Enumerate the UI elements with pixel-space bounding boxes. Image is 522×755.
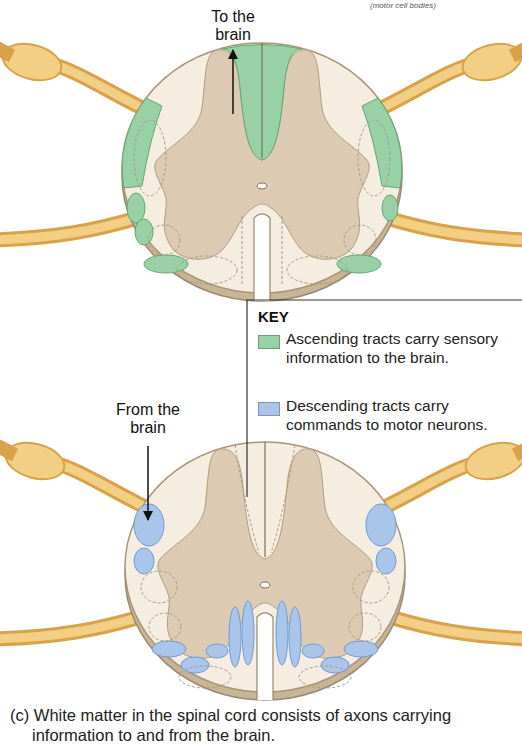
tract-outline	[141, 571, 177, 603]
legend-text: Descending tracts carry commands to moto…	[286, 397, 520, 434]
key-frame	[247, 300, 522, 497]
direction-label: From the brain	[104, 401, 192, 438]
spinal-nerve	[512, 46, 522, 56]
pointer-arrow	[147, 446, 149, 520]
descending-tract	[276, 601, 288, 665]
dorsal-root-ganglion	[459, 38, 522, 86]
handwritten-note: (motor cell bodies)	[370, 1, 480, 10]
upper-cord-section	[0, 38, 522, 301]
tract-outline	[358, 120, 390, 196]
spinal-nerve	[515, 445, 522, 455]
tract-outline	[349, 613, 381, 641]
tract-outline	[134, 120, 166, 196]
descending-tract	[206, 644, 228, 658]
legend-swatch	[258, 335, 280, 349]
descending-tract	[242, 601, 254, 665]
tract-outline	[242, 216, 243, 286]
lower-cord-section	[0, 437, 522, 700]
right-spinal-nerve	[382, 38, 522, 240]
ventral-root	[0, 617, 140, 639]
legend-swatch	[258, 402, 280, 416]
ventral-root-highlight	[0, 218, 137, 240]
dorsal-median-septum	[261, 43, 262, 158]
left-spinal-nerve	[0, 38, 142, 240]
descending-tract	[321, 657, 349, 673]
tract-outline	[299, 666, 351, 688]
legend-entry: Ascending tracts carry sensory informati…	[258, 333, 520, 395]
tract-outline	[177, 256, 237, 284]
direction-label: To the brain	[198, 8, 268, 45]
lateral-ascending-tract	[122, 98, 162, 188]
tract-outline	[287, 256, 347, 284]
descending-tract	[376, 548, 396, 574]
ventral-median-fissure	[257, 613, 273, 700]
central-canal	[257, 183, 267, 189]
key-heading: KEY	[258, 308, 378, 325]
legend-entry: Descending tracts carry commands to moto…	[258, 400, 520, 462]
spinal-nerve	[0, 46, 12, 56]
descending-tract	[229, 607, 241, 667]
tract-outline	[179, 666, 231, 688]
ventral-root-highlight	[390, 617, 522, 639]
descending-tract	[152, 641, 186, 657]
descending-tract	[134, 504, 164, 546]
tract-outline	[282, 216, 283, 286]
descending-tract	[302, 644, 324, 658]
left-spinal-nerve	[0, 437, 145, 639]
ventral-root-highlight	[0, 617, 140, 639]
descending-tract	[134, 548, 154, 574]
ventral-root	[0, 218, 137, 240]
ventral-root	[390, 617, 522, 639]
pointer-arrow	[232, 50, 234, 114]
ventral-root-highlight	[387, 218, 522, 240]
descending-tract	[181, 657, 209, 673]
ventral-root	[387, 218, 522, 240]
tract-outline	[149, 613, 181, 641]
tract-outline	[353, 571, 389, 603]
ascending-tract	[382, 195, 398, 221]
descending-tract	[289, 607, 301, 667]
tract-outline	[148, 225, 180, 255]
right-spinal-nerve	[385, 437, 522, 639]
tract-outline	[271, 445, 295, 553]
dorsal-median-septum	[264, 442, 265, 557]
ventral-median-fissure	[254, 214, 270, 301]
ascending-tract	[127, 193, 145, 223]
spinal-nerve	[0, 445, 15, 455]
descending-tract	[344, 641, 378, 657]
central-canal	[260, 582, 270, 588]
figure-caption: (c) White matter in the spinal cord cons…	[10, 706, 515, 746]
lateral-ascending-tract	[362, 98, 402, 188]
ascending-tract	[144, 255, 188, 273]
dorsal-root-ganglion	[0, 38, 65, 86]
legend-text: Ascending tracts carry sensory informati…	[286, 330, 520, 367]
descending-tract	[366, 504, 396, 546]
dorsal-root-ganglion	[462, 437, 522, 485]
tract-outline	[344, 225, 376, 255]
